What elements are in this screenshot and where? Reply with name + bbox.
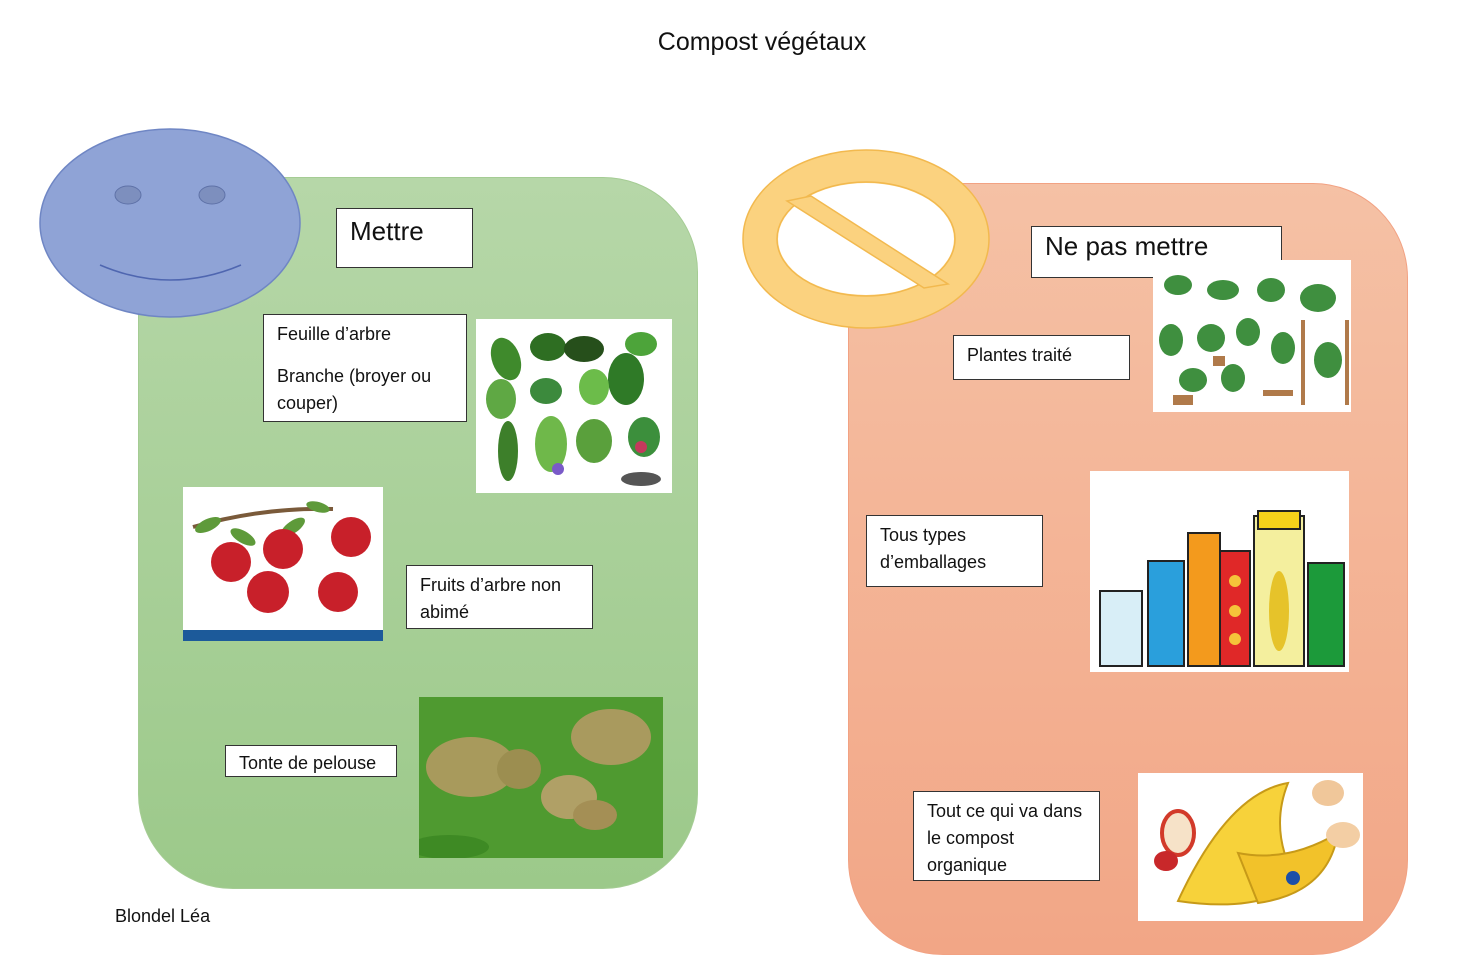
packaging-image [1090,471,1349,672]
branche-label: Branche (broyer ou couper) [277,366,432,413]
emballages-label: Tous types d’emballages [866,515,1043,587]
ne-pas-mettre-heading: Ne pas mettre [1031,226,1282,278]
mettre-heading: Mettre [336,208,473,268]
no-sign-panel-overlap [850,185,1050,330]
feuille-branche-label: Feuille d’arbre Branche (broyer ou coupe… [263,314,467,422]
leaves-image [476,319,672,493]
apples-image [183,487,383,641]
prohibited-sign-icon [742,149,990,329]
tonte-label: Tonte de pelouse [225,745,397,777]
organique-label: Tout ce qui va dans le compost organique [913,791,1100,881]
houseplants-image [1153,260,1351,412]
organic-waste-image [1138,773,1363,921]
author: Blondel Léa [115,906,211,926]
fruits-label: Fruits d’arbre non abimé [406,565,593,629]
smiley-face-icon [39,128,301,318]
page-title: Compost végétaux [657,28,867,56]
lawn-image [419,697,663,858]
feuille-label: Feuille d’arbre [277,324,392,344]
plantes-label: Plantes traité [953,335,1130,380]
